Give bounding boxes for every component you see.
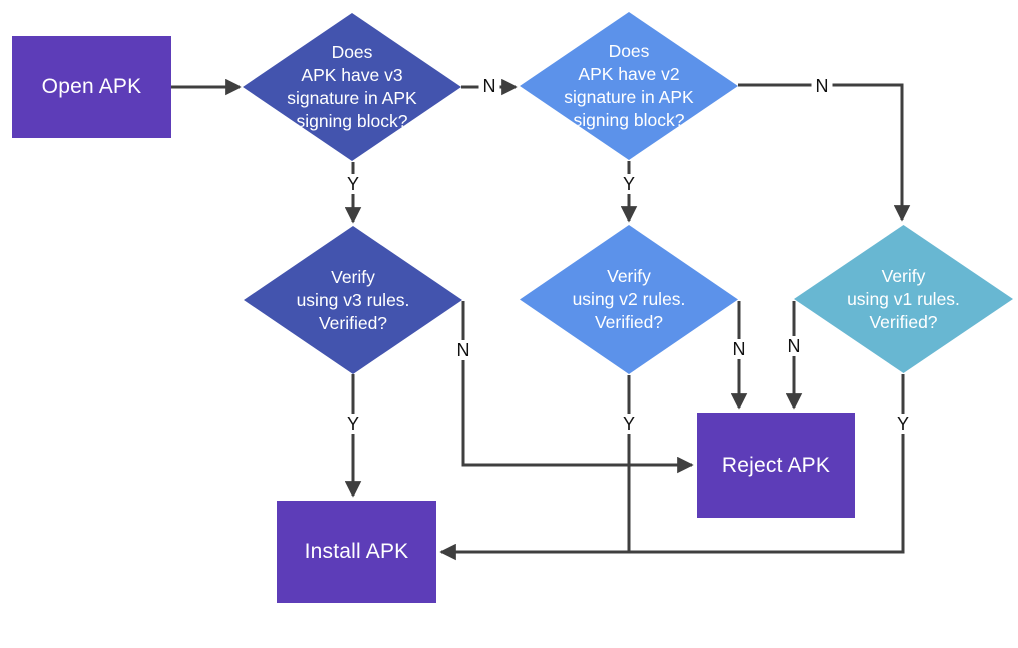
node-v3-verify-label: Verify using v3 rules. Verified?	[296, 266, 410, 333]
node-open-apk: Open APK	[12, 36, 171, 138]
node-v3-signature-check-label: Does APK have v3 signature in APK signin…	[287, 42, 417, 131]
node-v2-signature-check-label: Does APK have v2 signature in APK signin…	[564, 41, 694, 130]
node-reject-apk: Reject APK	[697, 413, 855, 518]
node-v2-verify-label: Verify using v2 rules. Verified?	[572, 266, 686, 332]
edge-label-v1verify-no: N	[783, 336, 805, 356]
node-v1-verify-label: Verify using v1 rules. Verified?	[847, 265, 960, 332]
edge-label-v3verify-no: N	[452, 340, 474, 360]
edge-label-v2sig-no: N	[811, 76, 833, 96]
node-reject-apk-label: Reject APK	[721, 453, 831, 477]
edge-label-v2verify-no: N	[728, 339, 750, 359]
edge-v2sig-no	[738, 83, 911, 222]
edge-label-v2sig-yes: Y	[618, 174, 640, 194]
node-install-apk-label: Install APK	[304, 540, 409, 563]
node-install-apk: Install APK	[277, 501, 436, 603]
node-open-apk-label: Open APK	[41, 75, 142, 98]
edge-label-v3verify-yes: Y	[342, 414, 364, 434]
edge-label-v3sig-no: N	[478, 76, 500, 96]
edge-label-v2verify-yes: Y	[618, 414, 640, 434]
edge-label-v1verify-yes: Y	[892, 414, 914, 434]
edge-label-v3sig-yes: Y	[342, 174, 364, 194]
